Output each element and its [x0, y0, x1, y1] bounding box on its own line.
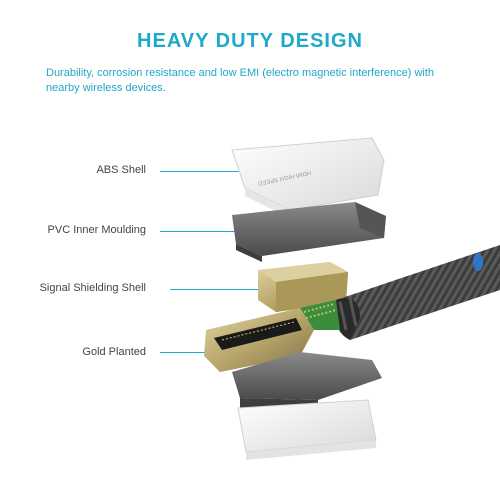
label-pvc-inner-moulding: PVC Inner Moulding [47, 224, 146, 236]
description-text: Durability, corrosion resistance and low… [46, 67, 435, 94]
pvc-inner-moulding [232, 202, 386, 262]
page-title: HEAVY DUTY DESIGN [137, 30, 363, 52]
signal-shielding-shell [258, 262, 348, 312]
abs-shell-bottom [237, 399, 377, 460]
label-signal-shielding-shell: Signal Shielding Shell [39, 282, 146, 294]
led-indicator [473, 253, 483, 271]
label-abs-shell: ABS Shell [96, 164, 146, 176]
leader-line-abs-shell [160, 171, 240, 172]
leader-line-pvc-inner-moulding [160, 231, 240, 232]
leader-line-gold-planted [160, 352, 240, 353]
label-gold-planted: Gold Planted [82, 346, 146, 358]
leader-line-signal-shielding-shell [170, 289, 260, 290]
braided-cable [334, 245, 500, 340]
